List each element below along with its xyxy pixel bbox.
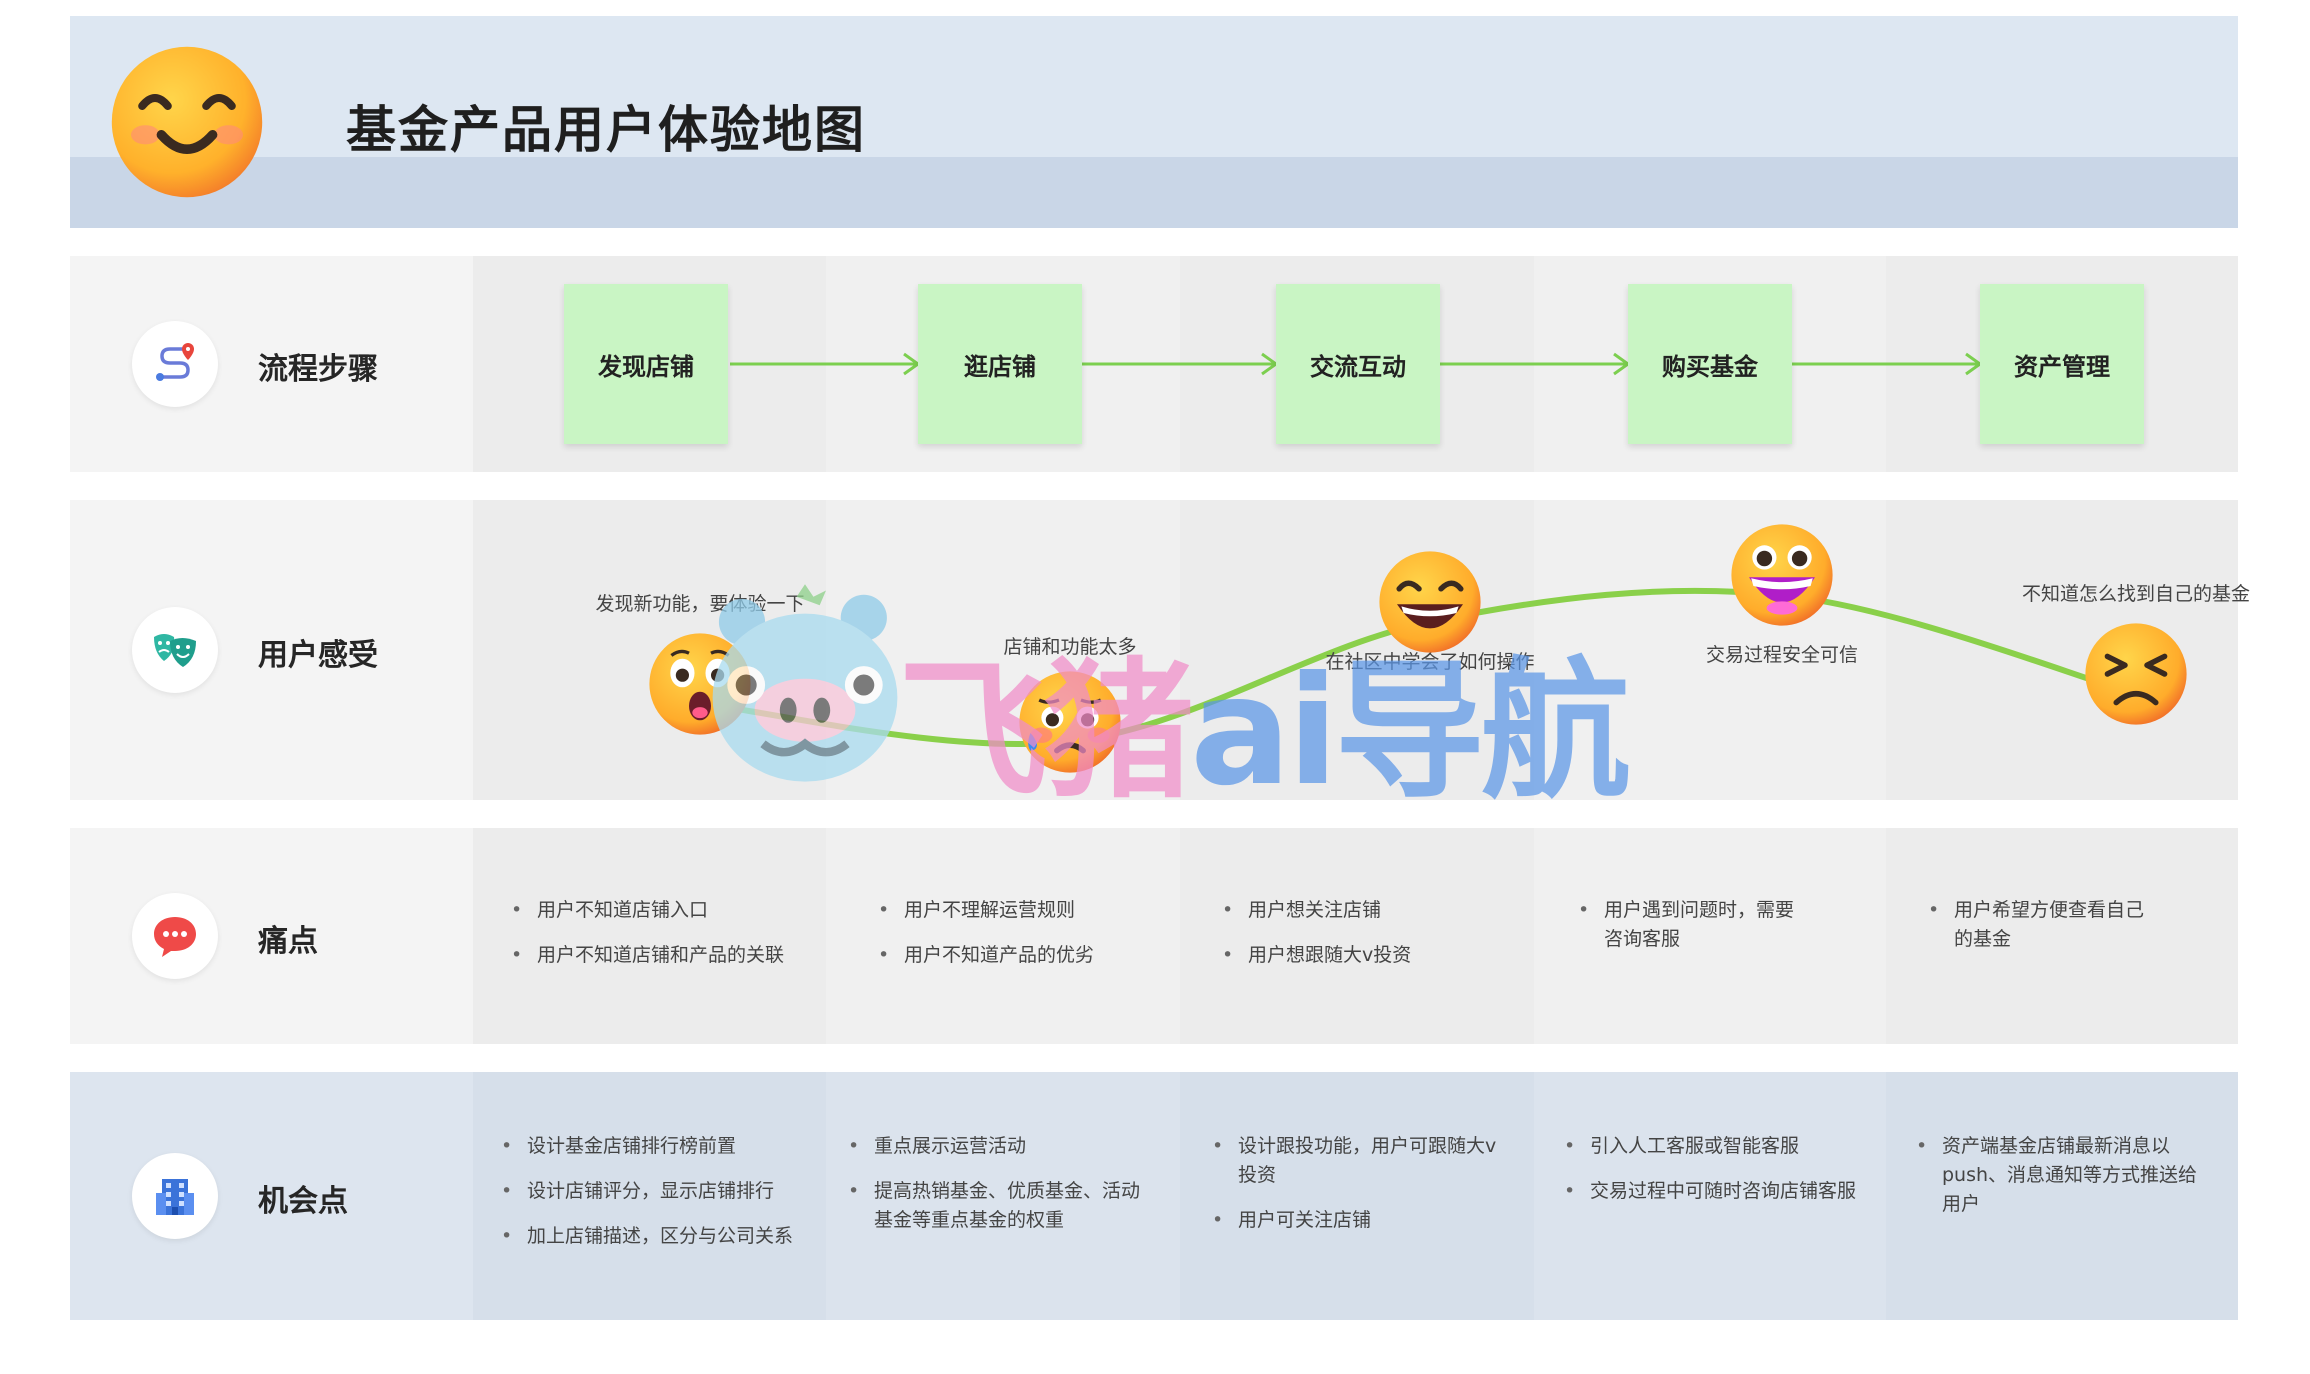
list-item: 用户不理解运营规则 (878, 896, 1158, 925)
step-box-5[interactable]: 资产管理 (1980, 284, 2144, 444)
pains-label-cell: 痛点 (70, 828, 473, 1044)
smiling-face-icon (111, 46, 263, 198)
list-item: 用户想跟随大v投资 (1222, 941, 1512, 970)
list-item: 加上店铺描述，区分与公司关系 (501, 1222, 817, 1251)
feeling-text-1: 发现新功能，要体验一下 (595, 592, 805, 615)
opportunities-cell-1: 设计基金店铺排行榜前置 设计店铺评分，显示店铺排行 加上店铺描述，区分与公司关系 (473, 1072, 826, 1320)
opportunities-list-5: 资产端基金店铺最新消息以push、消息通知等方式推送给用户 (1916, 1132, 2216, 1235)
list-item: 用户可关注店铺 (1212, 1206, 1512, 1235)
opportunities-list-2: 重点展示运营活动 提高热销基金、优质基金、活动基金等重点基金的权重 (848, 1132, 1148, 1251)
opportunities-cell-4: 引入人工客服或智能客服 交易过程中可随时咨询店铺客服 (1534, 1072, 1886, 1320)
opportunities-label-cell: 机会点 (70, 1072, 473, 1320)
feeling-text-5: 不知道怎么找到自己的基金 (2021, 583, 2250, 605)
pains-cell-2: 用户不理解运营规则 用户不知道产品的优劣 (826, 828, 1180, 1044)
list-item: 用户不知道店铺和产品的关联 (511, 941, 811, 970)
list-item: 引入人工客服或智能客服 (1564, 1132, 1864, 1161)
page-title: 基金产品用户体验地图 (346, 101, 866, 159)
step-box-1[interactable]: 发现店铺 (564, 284, 728, 444)
list-item: 用户不知道产品的优劣 (878, 941, 1158, 970)
grinning-face-icon (1379, 551, 1481, 653)
opportunities-icon-circle (132, 1153, 218, 1239)
header-banner: 基金产品用户体验地图 (70, 16, 2238, 228)
opportunities-cell-2: 重点展示运营活动 提高热销基金、优质基金、活动基金等重点基金的权重 (826, 1072, 1180, 1320)
worried-sweat-face-icon (1019, 670, 1121, 773)
pains-list-1: 用户不知道店铺入口 用户不知道店铺和产品的关联 (511, 896, 811, 986)
list-item: 提高热销基金、优质基金、活动基金等重点基金的权重 (848, 1177, 1148, 1235)
building-icon (156, 1179, 194, 1215)
feelings-cell-4 (1534, 500, 1886, 800)
opportunities-cell-3: 设计跟投功能，用户可跟随大v投资 用户可关注店铺 (1180, 1072, 1534, 1320)
feelings-row-label: 用户感受 (258, 638, 378, 673)
pains-cell-4: 用户遇到问题时，需要咨询客服 (1534, 828, 1886, 1044)
list-item: 交易过程中可随时咨询店铺客服 (1564, 1177, 1864, 1206)
pains-list-2: 用户不理解运营规则 用户不知道产品的优劣 (878, 896, 1158, 986)
list-item: 重点展示运营活动 (848, 1132, 1148, 1161)
pains-row-label: 痛点 (258, 924, 318, 959)
header-top-band (70, 16, 2238, 157)
list-item: 资产端基金店铺最新消息以push、消息通知等方式推送给用户 (1916, 1132, 2216, 1219)
opportunities-row-label: 机会点 (258, 1184, 348, 1219)
step-box-2[interactable]: 逛店铺 (918, 284, 1082, 444)
list-item: 用户不知道店铺入口 (511, 896, 811, 925)
list-item: 设计基金店铺排行榜前置 (501, 1132, 817, 1161)
steps-row-label: 流程步骤 (258, 352, 378, 387)
steps-icon-circle (132, 321, 218, 407)
feelings-label-cell: 用户感受 (70, 500, 473, 800)
emotion-curve (697, 587, 2139, 747)
speech-bubble-icon (154, 917, 196, 957)
opportunities-list-3: 设计跟投功能，用户可跟随大v投资 用户可关注店铺 (1212, 1132, 1512, 1251)
step-box-3[interactable]: 交流互动 (1276, 284, 1440, 444)
feeling-text-2: 店铺和功能太多 (1003, 635, 1137, 658)
big-grin-face-icon (1731, 524, 1833, 626)
opportunities-row: 机会点 设计基金店铺排行榜前置 设计店铺评分，显示店铺排行 加上店铺描述，区分与… (70, 1072, 2238, 1320)
flow-arrows (730, 352, 1983, 376)
opportunities-cell-5: 资产端基金店铺最新消息以push、消息通知等方式推送给用户 (1886, 1072, 2238, 1320)
theater-masks-icon (154, 634, 196, 667)
feelings-cell-3 (1180, 500, 1534, 800)
pains-list-5: 用户希望方便查看自己的基金 (1928, 896, 2158, 970)
list-item: 用户遇到问题时，需要咨询客服 (1578, 896, 1808, 954)
feeling-text-4: 交易过程安全可信 (1705, 644, 1858, 667)
step-box-4[interactable]: 购买基金 (1628, 284, 1792, 444)
pains-icon-circle (132, 893, 218, 979)
feelings-icon-circle (132, 607, 218, 693)
opportunities-list-4: 引入人工客服或智能客服 交易过程中可随时咨询店铺客服 (1564, 1132, 1864, 1222)
confounded-face-icon (2085, 623, 2187, 725)
list-item: 用户希望方便查看自己的基金 (1928, 896, 2158, 954)
list-item: 设计店铺评分，显示店铺排行 (501, 1177, 817, 1206)
pains-cell-5: 用户希望方便查看自己的基金 (1886, 828, 2238, 1044)
steps-label-cell: 流程步骤 (70, 256, 473, 472)
opportunities-list-1: 设计基金店铺排行榜前置 设计店铺评分，显示店铺排行 加上店铺描述，区分与公司关系 (501, 1132, 817, 1267)
list-item: 用户想关注店铺 (1222, 896, 1512, 925)
feelings-row: 用户感受 发现新功能，要体验一下 店铺和功能太多 在社区中学会了如何操作 交易过… (70, 500, 2250, 800)
pains-cell-1: 用户不知道店铺入口 用户不知道店铺和产品的关联 (473, 828, 826, 1044)
header-bottom-band (70, 157, 2238, 228)
pains-list-3: 用户想关注店铺 用户想跟随大v投资 (1222, 896, 1512, 986)
route-icon (156, 343, 194, 381)
feeling-text-3: 在社区中学会了如何操作 (1325, 650, 1535, 673)
pains-list-4: 用户遇到问题时，需要咨询客服 (1578, 896, 1808, 970)
pains-row: 痛点 用户不知道店铺入口 用户不知道店铺和产品的关联 用户不理解运营规则 用户不… (70, 828, 2238, 1044)
pains-cell-3: 用户想关注店铺 用户想跟随大v投资 (1180, 828, 1534, 1044)
list-item: 设计跟投功能，用户可跟随大v投资 (1212, 1132, 1512, 1190)
surprised-face-icon (649, 632, 751, 735)
steps-row: 流程步骤 发现店铺 逛店铺 交流互动 购买基金 资产管理 (70, 256, 2238, 472)
